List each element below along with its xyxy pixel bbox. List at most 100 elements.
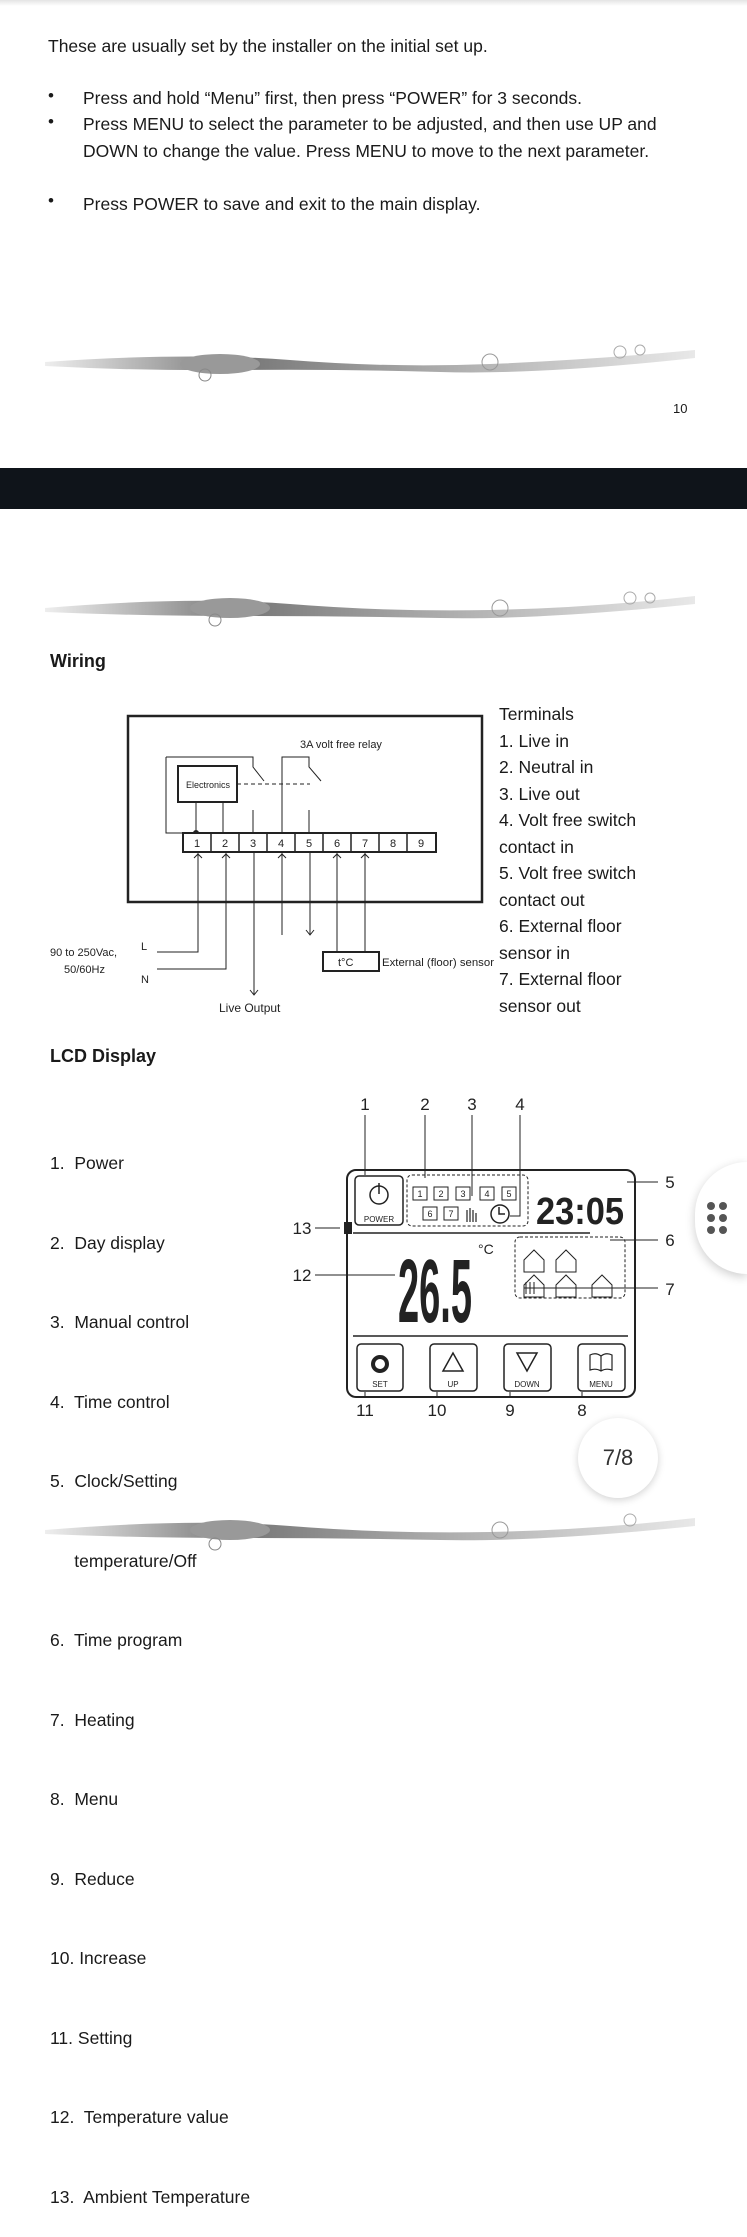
list-item: 1. Live in xyxy=(499,730,570,751)
svg-text:1: 1 xyxy=(417,1189,422,1199)
list-item: contact out xyxy=(499,889,585,910)
sensor-label: External (floor) sensor xyxy=(382,957,494,969)
svg-text:7: 7 xyxy=(665,1280,674,1299)
svg-text:9: 9 xyxy=(505,1401,514,1420)
svg-text:POWER: POWER xyxy=(364,1215,394,1224)
clock-icon xyxy=(490,1204,510,1224)
bullet-text: Press MENU to select the parameter to be… xyxy=(83,114,657,161)
svg-text:SET: SET xyxy=(372,1380,388,1389)
list-item: 4. Time control xyxy=(50,1391,170,1412)
bullet: • xyxy=(48,112,54,131)
list-item: 10. Increase xyxy=(50,1948,147,1968)
wiring-diagram: 3A volt free relay Electronics 1 2 3 4 5 6 7 8 9… xyxy=(50,714,494,1015)
list-item: 9. Reduce xyxy=(50,1868,135,1889)
thermostat-housing xyxy=(126,714,484,904)
svg-text:50/60Hz: 50/60Hz xyxy=(64,964,105,976)
svg-text:2: 2 xyxy=(222,838,228,850)
water-splash-image xyxy=(45,1513,695,1551)
book-icon xyxy=(589,1353,613,1372)
list-item: temperature/Off xyxy=(50,1550,197,1571)
svg-text:2: 2 xyxy=(420,1095,429,1114)
svg-text:1: 1 xyxy=(360,1095,369,1114)
svg-text:6: 6 xyxy=(665,1231,674,1250)
wiring-heading: Wiring xyxy=(50,651,106,671)
svg-text:MENU: MENU xyxy=(589,1380,613,1389)
list-item: 12. Temperature value xyxy=(50,2107,229,2127)
down-arrow-icon xyxy=(515,1352,539,1373)
water-splash-image xyxy=(45,344,695,382)
svg-text:4: 4 xyxy=(278,838,284,850)
grid-dots-icon xyxy=(707,1202,727,1234)
svg-text:11: 11 xyxy=(356,1401,374,1420)
list-item: 6. External floor xyxy=(499,916,622,936)
svg-text:DOWN: DOWN xyxy=(514,1380,540,1389)
svg-text:10: 10 xyxy=(428,1401,447,1420)
list-item: 7. External floor xyxy=(499,969,622,989)
lcd-items-list: 1. Power 2. Day display 3. Manual contro… xyxy=(50,1097,250,2237)
terminals-title: Terminals xyxy=(499,704,574,724)
svg-text:7: 7 xyxy=(448,1209,453,1219)
svg-text:6: 6 xyxy=(427,1209,432,1219)
page-number: 10 xyxy=(673,401,688,416)
water-splash-image xyxy=(45,591,695,627)
clock-display: 23:05 xyxy=(536,1191,624,1233)
time-program-icons xyxy=(523,1249,613,1298)
lcd-heading: LCD Display xyxy=(50,1046,157,1066)
gear-icon xyxy=(371,1355,389,1373)
svg-text:3: 3 xyxy=(467,1095,476,1114)
list-item: 13. Ambient Temperature xyxy=(50,2186,251,2207)
hand-icon xyxy=(466,1208,477,1222)
intro-text: These are usually set by the installer o… xyxy=(48,36,488,56)
list-item: 11. Setting xyxy=(50,2027,133,2048)
list-item: 4. Volt free switch xyxy=(499,810,637,830)
list-item: 8. Menu xyxy=(50,1789,119,1809)
svg-text:UP: UP xyxy=(447,1380,458,1389)
list-item: 3. Live out xyxy=(499,783,580,804)
svg-text:4: 4 xyxy=(484,1189,489,1199)
list-item: 6. Time program xyxy=(50,1630,183,1650)
list-item: 5. Volt free switch xyxy=(499,863,637,883)
relay-label: 3A volt free relay xyxy=(300,739,382,751)
svg-text:5: 5 xyxy=(665,1173,674,1192)
list-item: 2. Neutral in xyxy=(499,757,594,777)
svg-text:t°C: t°C xyxy=(338,957,353,969)
list-item: sensor in xyxy=(499,942,571,963)
ambient-thermometer-icon xyxy=(344,1222,352,1234)
svg-text:9: 9 xyxy=(418,838,424,850)
list-item: 2. Day display xyxy=(50,1232,165,1253)
menu-fab-button[interactable] xyxy=(695,1162,747,1274)
svg-text:90 to 250Vac,: 90 to 250Vac, xyxy=(50,947,117,959)
svg-text:5: 5 xyxy=(306,838,312,850)
svg-text:12: 12 xyxy=(293,1266,312,1285)
list-item: sensor out xyxy=(499,995,581,1016)
electronics-label: Electronics xyxy=(186,780,231,790)
list-item: contact in xyxy=(499,836,574,857)
list-item: 7. Heating xyxy=(50,1709,135,1730)
svg-text:8: 8 xyxy=(390,838,396,850)
svg-text:3: 3 xyxy=(250,838,256,850)
svg-text:6: 6 xyxy=(334,838,340,850)
svg-text:°C: °C xyxy=(478,1241,494,1257)
svg-text:8: 8 xyxy=(577,1401,586,1420)
terminals-list: Terminals 1. Live in 2. Neutral in 3. Li… xyxy=(499,701,636,1019)
top-shadow xyxy=(0,0,747,6)
temperature-display: 26.5 xyxy=(398,1242,472,1342)
up-arrow-icon xyxy=(441,1351,465,1372)
svg-text:7: 7 xyxy=(362,838,368,850)
bullet: • xyxy=(48,191,54,210)
svg-text:4: 4 xyxy=(515,1095,524,1114)
list-item: 1. Power xyxy=(50,1153,124,1173)
svg-text:2: 2 xyxy=(438,1189,443,1199)
svg-text:13: 13 xyxy=(293,1219,312,1238)
svg-text:N: N xyxy=(141,974,149,986)
svg-text:1: 1 xyxy=(194,838,200,850)
heating-icon xyxy=(524,1282,540,1294)
bullet-text: Press and hold “Menu” first, then press … xyxy=(83,88,582,108)
page-divider-band xyxy=(0,468,747,509)
bullet-text: Press POWER to save and exit to the main… xyxy=(83,194,481,214)
list-item: 5. Clock/Setting xyxy=(50,1471,178,1491)
live-output-label: Live Output xyxy=(219,1001,281,1015)
bullet: • xyxy=(48,86,54,105)
svg-text:3: 3 xyxy=(460,1189,465,1199)
